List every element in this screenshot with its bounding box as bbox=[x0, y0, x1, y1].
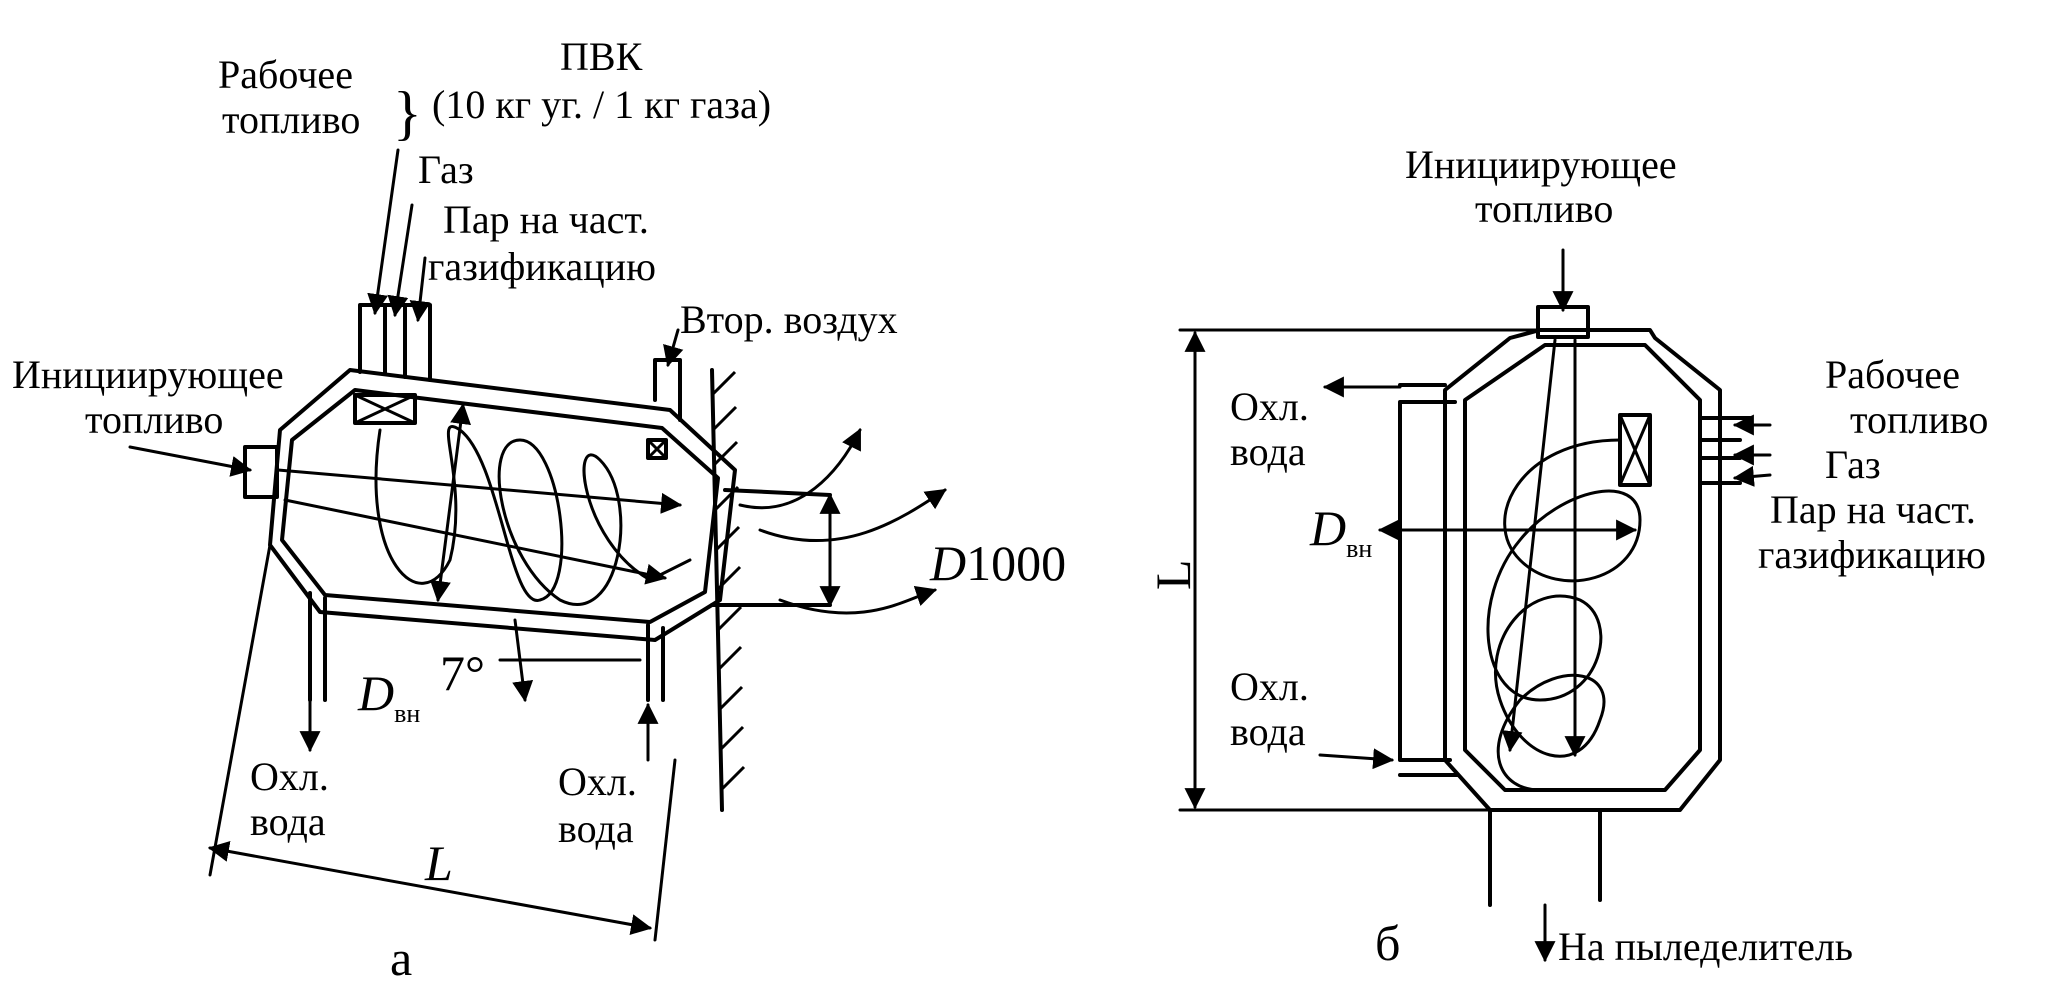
b-working-fuel-label: Рабочее bbox=[1825, 352, 1960, 397]
svg-text:вода: вода bbox=[1230, 429, 1306, 474]
burner-a-cooling-pipes bbox=[308, 591, 665, 702]
a-gas-label: Газ bbox=[418, 147, 474, 192]
b-cooling-water-top: Охл. bbox=[1230, 384, 1309, 429]
burner-b-outer-shell bbox=[1443, 328, 1722, 812]
burner-a-dvn-line bbox=[429, 402, 472, 603]
burner-b-swirl bbox=[1486, 438, 1642, 792]
burner-a-length-line bbox=[207, 841, 653, 935]
burner-a-swirler bbox=[353, 393, 417, 425]
b-caption: б bbox=[1375, 915, 1400, 971]
a-d1000-label: D1000 bbox=[929, 535, 1066, 591]
burner-a-flow-2 bbox=[283, 498, 668, 585]
furnace-wall bbox=[710, 368, 746, 812]
a-dvn-label: Dвн bbox=[357, 665, 420, 728]
b-gas-label: Газ bbox=[1825, 442, 1881, 487]
b-dvn-label: Dвн bbox=[1309, 500, 1372, 563]
a-pvk-label: ПВК bbox=[560, 34, 643, 79]
svg-text:вода: вода bbox=[1230, 709, 1306, 754]
a-angle-label: 7° bbox=[440, 645, 485, 701]
diagram-b: Инициирующее топливо Охл. вода Dвн L Охл… bbox=[1145, 142, 1988, 971]
b-initiating-fuel-label: Инициирующее bbox=[1405, 142, 1677, 187]
a-steam-label: Пар на част. bbox=[443, 197, 649, 242]
burner-b-swirler bbox=[1618, 413, 1652, 487]
burner-a-initiating-nozzle bbox=[243, 445, 279, 499]
svg-text:вода: вода bbox=[558, 806, 634, 851]
a-cooling-water-left: Охл. bbox=[250, 754, 329, 799]
burner-a-flow-1 bbox=[276, 468, 683, 514]
b-working-fuel-label-2: топливо bbox=[1850, 397, 1988, 442]
b-steam-label: Пар на част. bbox=[1770, 487, 1976, 532]
a-initiating-fuel-label: Инициирующее bbox=[12, 352, 284, 397]
burner-a-air-swirler bbox=[646, 438, 668, 460]
a-cooling-water-right: Охл. bbox=[558, 759, 637, 804]
a-caption: а bbox=[390, 930, 412, 986]
burner-a-swirl bbox=[374, 425, 692, 606]
burner-a-outer-shell bbox=[268, 368, 737, 642]
b-length-label: L bbox=[1145, 559, 1201, 590]
diagram-a: Рабочее топливо } ПВК (10 кг уг. / 1 кг … bbox=[12, 34, 1066, 986]
burner-b-inner-shell bbox=[1463, 343, 1702, 792]
svg-text:}: } bbox=[393, 80, 422, 146]
a-ratio-label: (10 кг уг. / 1 кг газа) bbox=[432, 82, 771, 127]
burner-a-outlet bbox=[710, 488, 832, 607]
b-cooling-water-bottom: Охл. bbox=[1230, 664, 1309, 709]
b-initiating-fuel-label-2: топливо bbox=[1475, 186, 1613, 231]
burner-b-cooling-pipes bbox=[1398, 383, 1460, 777]
a-working-fuel-label: Рабочее bbox=[218, 52, 353, 97]
a-steam-label-2: газификацию bbox=[428, 244, 656, 289]
svg-text:вода: вода bbox=[250, 799, 326, 844]
b-to-distributor-label: На пыледелитель bbox=[1558, 924, 1853, 969]
burner-a-init-arrow bbox=[128, 445, 253, 477]
a-secondary-air-label: Втор. воздух bbox=[680, 297, 898, 342]
a-working-fuel-label-2: топливо bbox=[222, 97, 360, 142]
burner-a-inner-shell bbox=[280, 388, 720, 624]
b-steam-label-2: газификацию bbox=[1758, 532, 1986, 577]
a-initiating-fuel-label-2: топливо bbox=[85, 397, 223, 442]
a-length-label: L bbox=[424, 835, 453, 891]
